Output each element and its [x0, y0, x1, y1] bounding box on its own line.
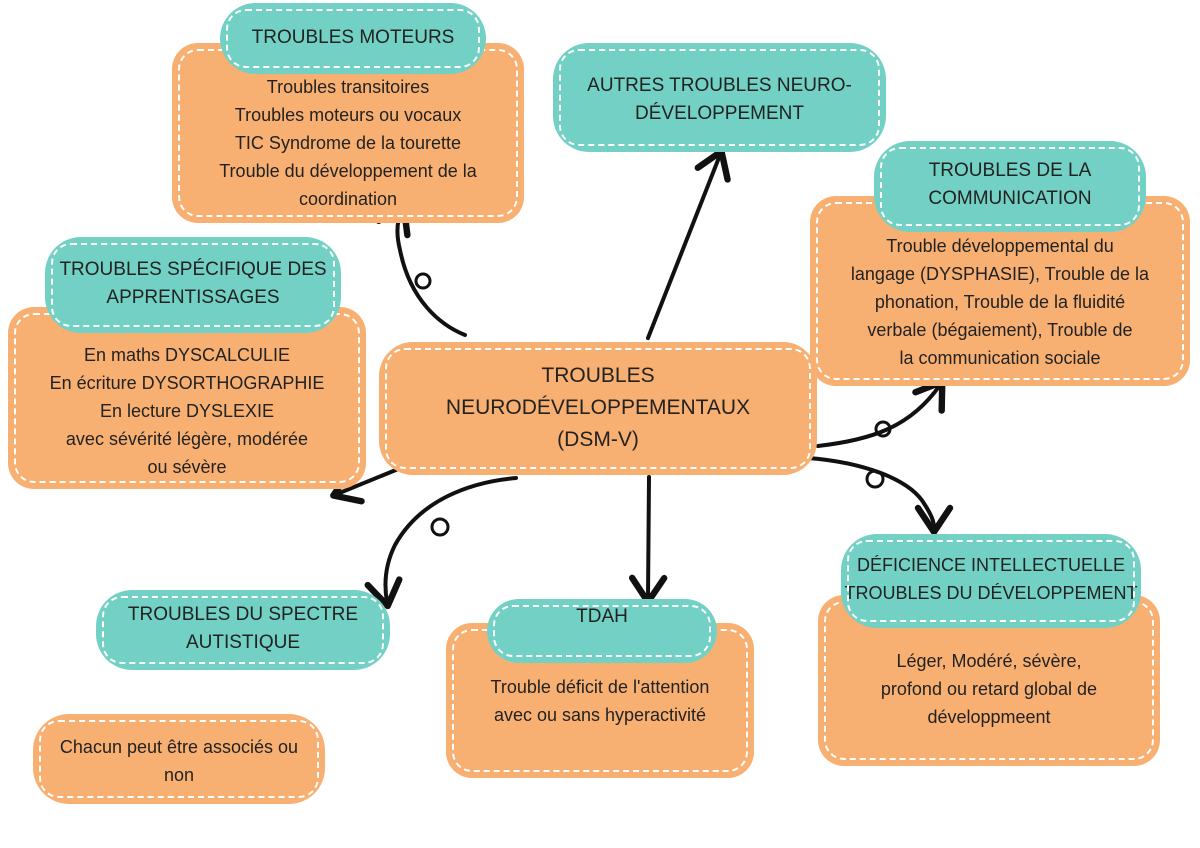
apprentissages-title-line: TROUBLES SPÉCIFIQUE DES: [59, 259, 327, 280]
autres-line: AUTRES TROUBLES NEURO-: [587, 75, 852, 96]
autistique-node: TROUBLES DU SPECTRE AUTISTIQUE: [96, 590, 390, 670]
communication-line: verbale (bégaiement), Trouble de: [867, 320, 1133, 340]
note-line: Chacun peut être associés ou: [59, 737, 299, 757]
deficience-line: développmeent: [927, 707, 1051, 727]
note-line: non: [163, 765, 195, 785]
apprentissages-line: ou sévère: [147, 457, 227, 477]
tdah-title: TDAH: [576, 606, 628, 627]
apprentissages-line: avec sévérité légère, modérée: [65, 429, 309, 449]
deficience-title-line: DÉFICIENCE INTELLECTUELLE: [856, 555, 1126, 575]
moteurs-line: Trouble du développement de la: [219, 161, 477, 181]
center-node: TROUBLES NEURODÉVELOPPEMENTAUX (DSM-V): [379, 342, 817, 475]
tdah-line: Trouble déficit de l'attention: [490, 677, 710, 697]
communication-title-line: COMMUNICATION: [928, 188, 1092, 209]
arrow-to-communication: [816, 378, 946, 448]
apprentissages-line: En lecture DYSLEXIE: [99, 401, 275, 421]
apprentissages-line: En maths DYSCALCULIE: [83, 345, 291, 365]
autistique-line: TROUBLES DU SPECTRE: [127, 604, 359, 625]
center-line: NEURODÉVELOPPEMENTAUX: [445, 396, 751, 419]
moteurs-line: coordination: [298, 189, 398, 209]
communication-title-box: TROUBLES DE LA COMMUNICATION: [874, 141, 1146, 232]
apprentissages-title-box: TROUBLES SPÉCIFIQUE DES APPRENTISSAGES: [45, 237, 341, 333]
moteurs-line: TIC Syndrome de la tourette: [234, 133, 462, 153]
deficience-title-line: TROUBLES DU DÉVELOPPEMENT: [844, 583, 1138, 603]
arrow-to-autres: [646, 148, 731, 340]
arrow-loop-communication: [874, 420, 892, 438]
deficience-line: profond ou retard global de: [880, 679, 1098, 699]
communication-title-line: TROUBLES DE LA: [928, 160, 1092, 181]
communication-line: la communication sociale: [899, 348, 1101, 368]
tdah-title-box: TDAH: [487, 599, 717, 663]
moteurs-title: TROUBLES MOTEURS: [251, 27, 455, 48]
deficience-line: Léger, Modéré, sévère,: [896, 651, 1082, 671]
moteurs-line: Troubles moteurs ou vocaux: [234, 105, 462, 125]
deficience-title-box: DÉFICIENCE INTELLECTUELLE TROUBLES DU DÉ…: [841, 534, 1141, 628]
center-line: TROUBLES: [541, 364, 655, 387]
apprentissages-line: En écriture DYSORTHOGRAPHIE: [49, 373, 325, 393]
communication-line: langage (DYSPHASIE), Trouble de la: [850, 264, 1150, 284]
apprentissages-body-box: En maths DYSCALCULIE En écriture DYSORTH…: [8, 307, 366, 489]
center-line: (DSM-V): [557, 428, 639, 451]
moteurs-title-box: TROUBLES MOTEURS: [220, 3, 486, 74]
arrow-loop-deficience: [865, 469, 885, 489]
arrow-to-deficience: [806, 456, 954, 536]
arrow-loop-moteurs: [414, 272, 432, 290]
note-box: Chacun peut être associés ou non: [33, 714, 325, 804]
tdah-line: avec ou sans hyperactivité: [493, 705, 707, 725]
moteurs-line: Troubles transitoires: [266, 77, 430, 97]
autres-node: AUTRES TROUBLES NEURO- DÉVELOPPEMENT: [553, 43, 886, 152]
arrow-to-tdah: [628, 475, 668, 606]
apprentissages-title-line: APPRENTISSAGES: [106, 287, 280, 308]
autistique-line: AUTISTIQUE: [185, 632, 300, 653]
arrow-to-moteurs: [375, 203, 467, 337]
arrow-to-autistique: [364, 476, 518, 610]
autres-line: DÉVELOPPEMENT: [635, 103, 804, 124]
arrow-loop-autistique: [430, 517, 450, 537]
communication-line: Trouble développemental du: [886, 236, 1114, 256]
communication-line: phonation, Trouble de la fluidité: [874, 292, 1126, 312]
